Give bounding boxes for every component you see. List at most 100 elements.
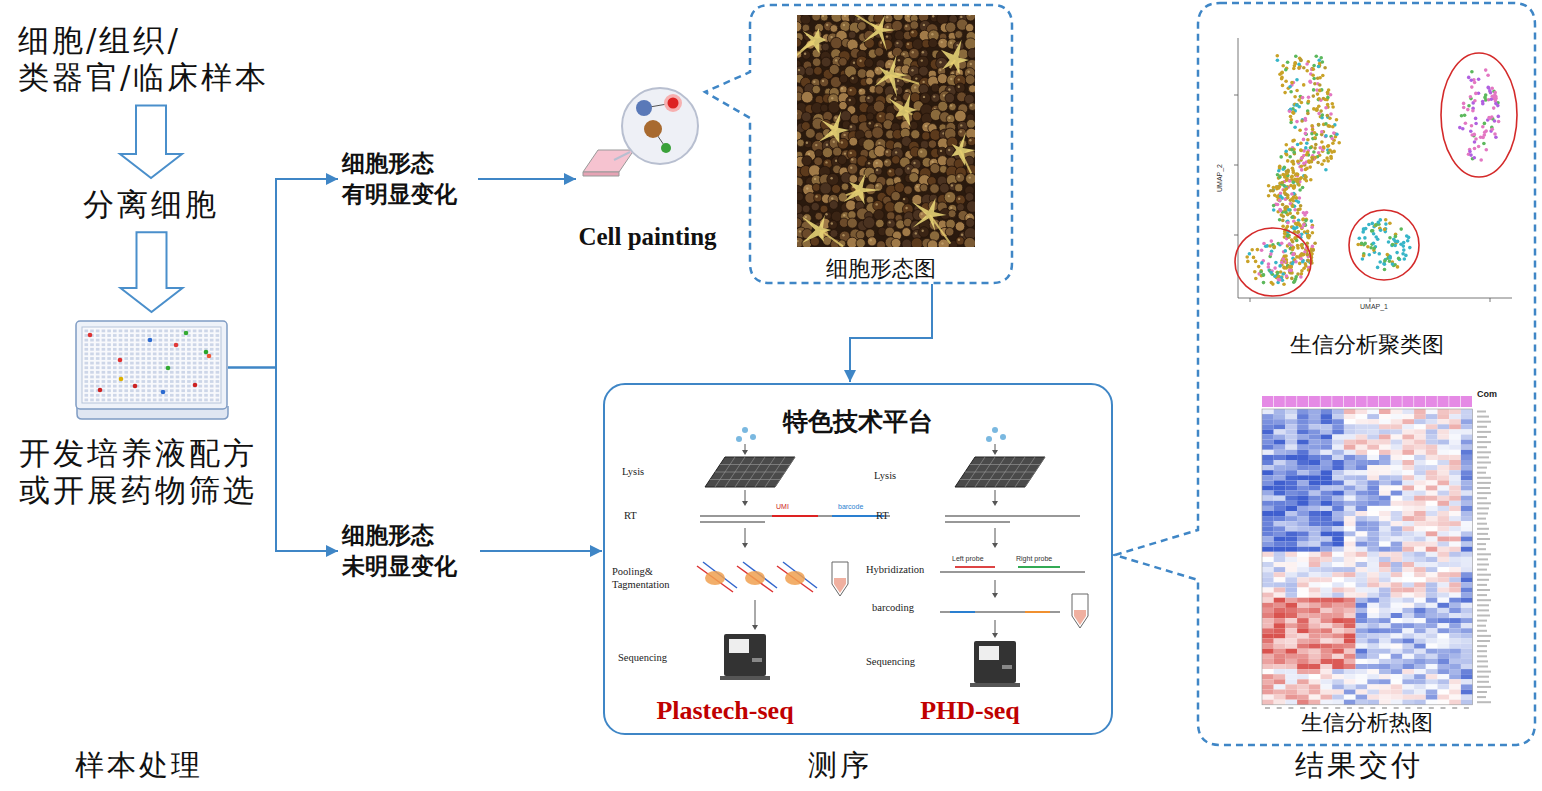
umap-dot <box>1319 109 1323 113</box>
plate-well <box>142 348 146 351</box>
cell-glint <box>860 89 862 91</box>
plate-well <box>170 334 174 337</box>
cell-blob <box>820 15 828 21</box>
umap-dot <box>1383 263 1387 267</box>
umap-dot <box>1299 148 1303 152</box>
umap-dot <box>1245 255 1249 259</box>
tick <box>1234 165 1238 166</box>
plate-well <box>124 339 128 342</box>
text-node: 细胞/组织/ 类器官/临床样本 <box>18 22 303 96</box>
plate-well <box>142 357 146 360</box>
umap-dot <box>1391 243 1395 247</box>
cell-glint <box>841 141 843 143</box>
plate-well <box>147 380 151 383</box>
plate-well <box>204 394 208 397</box>
plate-well <box>210 330 214 333</box>
plate-well <box>170 348 174 351</box>
umap-dot <box>1324 168 1328 172</box>
umap-dot <box>1280 77 1284 81</box>
cell-glint <box>859 60 861 62</box>
sequencer-panel <box>729 639 749 653</box>
umap-dot <box>1257 265 1261 269</box>
umap-dot <box>1299 257 1303 261</box>
cell-blob <box>873 101 884 112</box>
cell-blob <box>863 139 875 151</box>
cell-blob <box>945 228 954 237</box>
cell-blob <box>814 157 823 166</box>
tube-liquid <box>834 578 846 593</box>
umap-dot <box>1311 231 1315 235</box>
umap-dot <box>1270 239 1274 243</box>
umap-dot <box>1291 204 1295 208</box>
plate-well <box>142 330 146 333</box>
cell-glint <box>853 62 855 64</box>
umap-dot <box>1252 256 1256 260</box>
cell-blob <box>841 183 849 191</box>
plate-well <box>107 380 111 383</box>
cell-glint <box>831 97 833 99</box>
umap-dot <box>1270 281 1274 285</box>
plate-well <box>90 380 94 383</box>
plate-well <box>113 334 117 337</box>
plate-well <box>130 376 134 379</box>
umap-dot <box>1312 150 1316 154</box>
cell-glint <box>970 104 972 106</box>
cell-glint <box>950 78 952 80</box>
cell-blob <box>965 24 973 32</box>
plate-well <box>85 339 89 342</box>
node-text: 分离细胞 <box>72 186 230 223</box>
cell-glint <box>878 142 880 144</box>
umap-dot <box>1246 260 1250 264</box>
umap-dot <box>1294 260 1298 264</box>
cell-glint <box>923 96 925 98</box>
cell-glint <box>888 63 890 65</box>
cell-blob <box>849 175 858 184</box>
cell-blob <box>930 164 940 174</box>
plate-well <box>119 339 123 342</box>
node-outline <box>75 320 228 415</box>
cell-glint <box>960 124 962 126</box>
cell-blob <box>804 140 812 148</box>
cell-glint <box>939 69 941 71</box>
cell-glint <box>825 213 827 215</box>
node-figure <box>583 88 698 176</box>
plate-well <box>124 348 128 351</box>
plate-well <box>130 334 134 337</box>
cell-blob <box>828 101 840 113</box>
cell-glint <box>841 87 843 89</box>
cell-glint <box>850 167 852 169</box>
umap-dot <box>1304 132 1308 136</box>
cell <box>636 100 652 116</box>
umap-dot <box>1308 165 1312 169</box>
plate-dot <box>161 390 166 395</box>
cell-blob <box>910 21 919 30</box>
umap-dot <box>1269 252 1273 256</box>
cell-glint <box>940 150 942 152</box>
fragment <box>737 566 773 592</box>
cell-blob <box>966 218 975 227</box>
plate-well <box>176 376 180 379</box>
umap-dot <box>1312 88 1316 92</box>
umap-dot <box>1281 225 1285 229</box>
cell-blob <box>829 220 838 229</box>
umap-dot <box>1286 220 1290 224</box>
plate-well <box>170 357 174 360</box>
cell-blob <box>968 85 975 93</box>
umap-dot <box>1376 266 1380 270</box>
cell-glint <box>852 77 854 79</box>
tube <box>832 562 848 596</box>
mini-plate-grid <box>715 472 785 473</box>
umap-dot <box>1302 83 1306 87</box>
droplet <box>736 436 742 442</box>
sequencer-base <box>720 676 770 680</box>
plate-well <box>153 343 157 346</box>
umap-dot <box>1396 265 1400 269</box>
cell-blob <box>875 86 884 95</box>
umap-dot <box>1293 184 1297 188</box>
transposase <box>745 571 765 585</box>
glia-fiber <box>820 230 843 246</box>
cell-blob <box>805 67 814 76</box>
plate-well <box>119 389 123 392</box>
umap-dot <box>1397 257 1401 261</box>
plate-well <box>107 330 111 333</box>
